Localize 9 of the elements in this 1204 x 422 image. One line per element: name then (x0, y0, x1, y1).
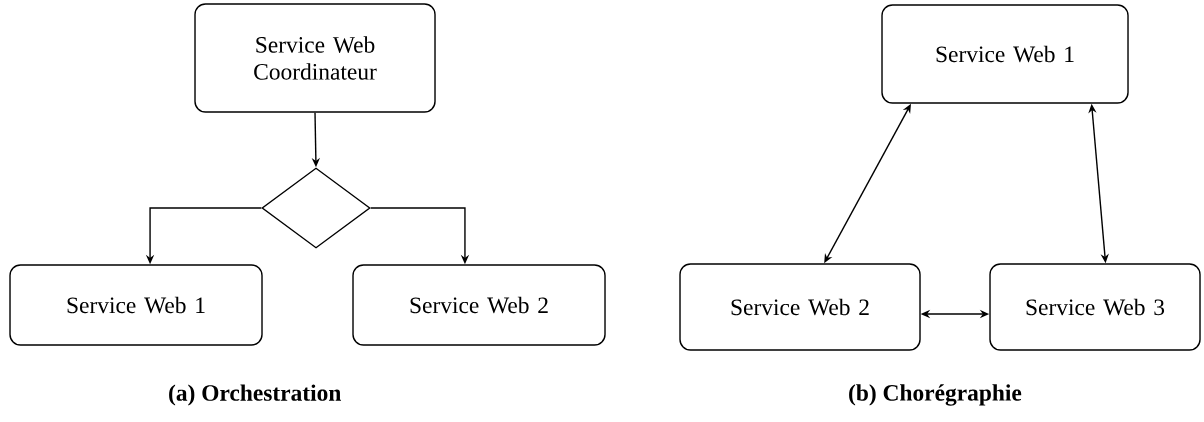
service-box: Service Web 1 (9, 264, 263, 346)
service-box: Service Web 3 (989, 263, 1201, 351)
decision-diamond (261, 167, 371, 249)
caption: (b) Chorégraphie (849, 384, 1022, 406)
service-box: Service Web 2 (352, 264, 606, 346)
caption: (a) Orchestration (169, 384, 341, 406)
service-box: Service Web 2 (679, 263, 921, 351)
service-box: Service Web Coordinateur (194, 3, 436, 113)
service-box: Service Web 1 (881, 4, 1129, 104)
